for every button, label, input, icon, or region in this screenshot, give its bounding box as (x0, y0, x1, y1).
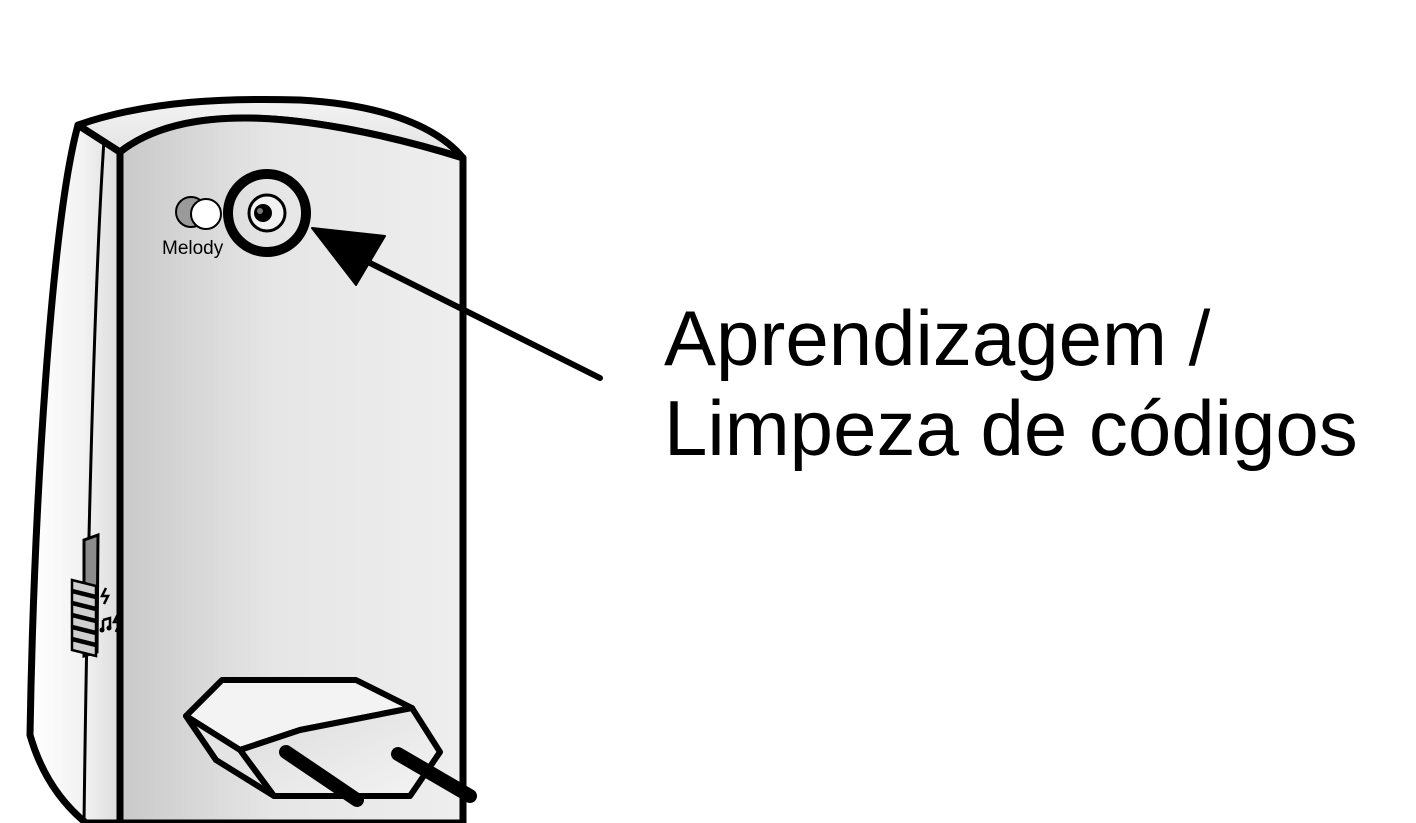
plug-pin-right (391, 747, 477, 803)
device-side-panel (26, 121, 124, 823)
melody-button-label: Melody (162, 238, 224, 259)
callout-label-line-1: Aprendizagem / (664, 294, 1211, 382)
callout-label-line-2: Limpeza de códigos (664, 384, 1358, 472)
device-side-edge (82, 139, 106, 823)
plug-pin-left (279, 745, 364, 807)
power-plug (183, 677, 477, 807)
device-front-panel (116, 114, 467, 823)
side-selector-switch[interactable] (70, 532, 100, 659)
melody-button[interactable] (175, 196, 222, 230)
learn-button[interactable] (223, 169, 311, 257)
switch-symbol-icons (99, 587, 122, 633)
callout-arrow (311, 227, 603, 381)
callout-label: Aprendizagem / Limpeza de códigos (664, 293, 1404, 473)
